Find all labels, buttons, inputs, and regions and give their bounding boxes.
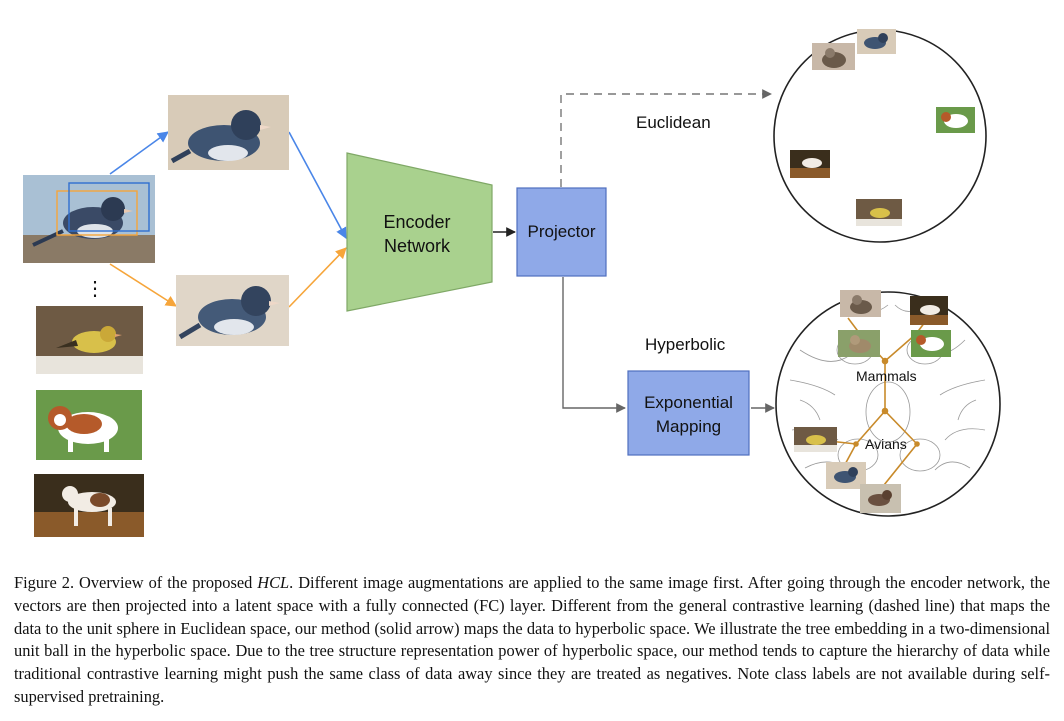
- arrow-aug-bottom: [109, 263, 177, 307]
- encoder-label: Encoder Network: [352, 210, 482, 258]
- hyperbolic-label: Hyperbolic: [645, 335, 726, 354]
- dashed-euclidean-path: [560, 89, 772, 187]
- exp-label-line2: Mapping: [655, 417, 722, 436]
- projector-label: Projector: [527, 222, 596, 241]
- figure-caption: Figure 2. Overview of the proposed HCL. …: [14, 572, 1050, 709]
- figure-overview: ⋮: [23, 29, 1001, 537]
- caption-prefix: Figure 2. Overview of the proposed: [14, 573, 258, 592]
- augmented-view-1-image: [168, 95, 289, 170]
- dog-field-image: [34, 474, 144, 537]
- encoder-label-line2: Network: [383, 236, 450, 256]
- arrow-aug-top: [109, 131, 169, 175]
- euclidean-dog-thumb: [790, 150, 830, 178]
- hyperbolic-goldfinch-thumb: [794, 427, 837, 452]
- arrow-bottom-to-encoder: [288, 247, 347, 308]
- encoder-label-line1: Encoder: [383, 212, 451, 232]
- exponential-mapping-label: Exponential Mapping: [628, 391, 749, 439]
- avians-label: Avians: [865, 436, 907, 452]
- ellipsis-text: ⋮: [85, 278, 105, 300]
- exponential-mapping-block: [627, 370, 750, 456]
- goldfinch-image: [36, 306, 143, 374]
- original-bird-image: [23, 175, 155, 263]
- euclidean-goldfinch-thumb: [856, 199, 902, 226]
- hyperbolic-cat-thumb-2: [838, 330, 880, 357]
- encoder-network-block: [346, 152, 493, 312]
- hyperbolic-cat-thumb: [840, 290, 881, 317]
- euclidean-cat-thumb: [812, 43, 855, 70]
- exp-label-line1: Exponential: [644, 393, 733, 412]
- hyperbolic-dog-thumb-1: [910, 296, 948, 325]
- diagram-canvas: [109, 29, 1001, 517]
- mammals-label: Mammals: [856, 368, 917, 384]
- hyperbolic-unit-ball: [775, 291, 1001, 517]
- euclidean-spaniel-thumb: [936, 107, 975, 133]
- solid-hyperbolic-path: [562, 277, 626, 413]
- arrow-top-to-encoder: [288, 131, 347, 239]
- euclidean-label: Euclidean: [636, 113, 711, 132]
- hyperbolic-bird-thumb-2: [860, 484, 901, 513]
- augmented-view-2-image: [176, 275, 289, 346]
- hyperbolic-spaniel-thumb: [911, 330, 951, 357]
- euclidean-bird-thumb: [857, 29, 896, 54]
- caption-body: . Different image augmentations are appl…: [14, 573, 1050, 706]
- caption-method: HCL: [257, 573, 290, 592]
- projector-block: [516, 187, 607, 277]
- spaniel-image: [36, 390, 142, 460]
- hyperbolic-bird-thumb-1: [826, 462, 866, 489]
